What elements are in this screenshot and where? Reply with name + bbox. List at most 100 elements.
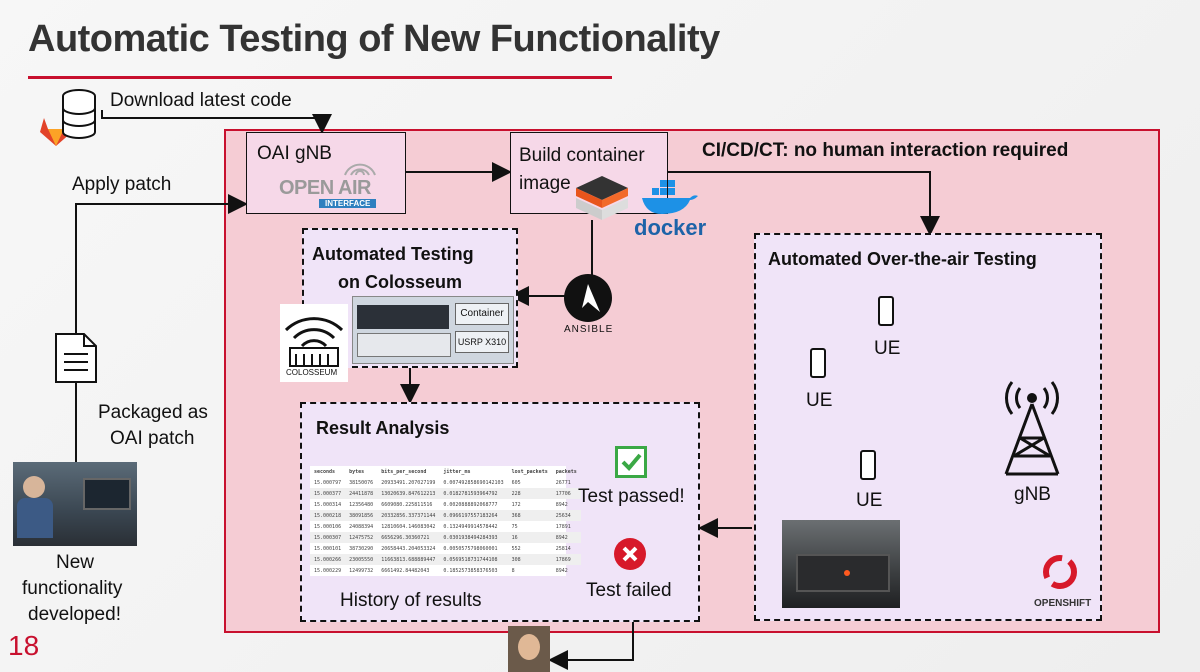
table-cell: 20332856.337371144 bbox=[381, 512, 436, 519]
cross-icon bbox=[614, 538, 646, 570]
table-cell: 16 bbox=[511, 534, 518, 541]
table-cell: 13020639.847612213 bbox=[381, 490, 436, 497]
table-cell: 20933491.207027199 bbox=[381, 479, 436, 486]
gnb-label: gNB bbox=[1014, 484, 1051, 505]
title-underline bbox=[28, 76, 612, 79]
table-row: 15.000314 12356480 6609080.225811516 0.0020… bbox=[310, 499, 581, 510]
colosseum-title-2: on Colosseum bbox=[338, 272, 463, 292]
table-cell: 12810604.146083042 bbox=[381, 523, 436, 530]
table-cell: 38150076 bbox=[349, 479, 374, 486]
table-header-cell: seconds bbox=[314, 468, 336, 475]
new-func-label-3: developed! bbox=[28, 604, 121, 625]
cicd-label: CI/CD/CT: no human interaction required bbox=[702, 140, 1069, 161]
ue-label-3: UE bbox=[856, 490, 883, 511]
table-cell: 15.000266 bbox=[314, 556, 342, 563]
developer-photo bbox=[13, 462, 137, 546]
table-row: 15.000229 12499732 6661492.84482043 0.18525… bbox=[310, 565, 581, 576]
result-analysis-title: Result Analysis bbox=[316, 418, 450, 438]
table-cell: 8942 bbox=[555, 501, 568, 508]
table-cell: 25814 bbox=[555, 545, 571, 552]
table-cell: 228 bbox=[511, 490, 521, 497]
test-passed-label: Test passed! bbox=[578, 486, 685, 507]
docker-label: docker bbox=[634, 215, 707, 240]
ansible-label: ANSIBLE bbox=[564, 324, 614, 335]
table-cell: 38730290 bbox=[349, 545, 374, 552]
colosseum-logo-text: COLOSSEUM bbox=[286, 368, 338, 377]
table-cell: 172 bbox=[511, 501, 521, 508]
table-cell: 6609080.225811516 bbox=[381, 501, 433, 508]
ue-phone-icon bbox=[810, 348, 826, 378]
table-cell: 15.000314 bbox=[314, 501, 342, 508]
table-header-cell: packets bbox=[555, 468, 577, 475]
history-label: History of results bbox=[340, 590, 482, 611]
oai-gnb-box: OAI gNB OPEN AIR INTERFACE bbox=[246, 132, 406, 214]
gnb-tower-icon bbox=[990, 376, 1074, 483]
openair-logo-text: OPEN AIR bbox=[279, 177, 371, 199]
table-cell: 12499732 bbox=[349, 567, 374, 574]
table-cell: 17891 bbox=[555, 523, 571, 530]
table-cell: 15.000106 bbox=[314, 523, 342, 530]
openshift-logo-icon bbox=[1040, 552, 1080, 597]
table-cell: 24411878 bbox=[349, 490, 374, 497]
check-icon bbox=[615, 446, 647, 478]
ue-phone-icon bbox=[860, 450, 876, 480]
table-cell: 0.0301938494284393 bbox=[443, 534, 498, 541]
ue-label-2: UE bbox=[806, 390, 833, 411]
table-cell: 15.000218 bbox=[314, 512, 342, 519]
new-func-label-2: functionality bbox=[22, 578, 123, 599]
apply-patch-label: Apply patch bbox=[72, 174, 172, 195]
table-cell: 17706 bbox=[555, 490, 571, 497]
gitlab-icon bbox=[38, 112, 74, 153]
table-cell: 20658443.204053324 bbox=[381, 545, 436, 552]
colosseum-box: Automated Testing on Colosseum Container… bbox=[302, 228, 518, 368]
table-cell: 11663813.688889447 bbox=[381, 556, 436, 563]
table-cell: 15.000797 bbox=[314, 479, 342, 486]
table-cell: 368 bbox=[511, 512, 521, 519]
table-cell: 6661492.84482043 bbox=[381, 567, 430, 574]
colosseum-logo: COLOSSEUM bbox=[280, 304, 348, 382]
table-header-cell: bytes bbox=[349, 468, 365, 475]
table-cell: 0.0020888892068777 bbox=[443, 501, 498, 508]
new-func-label-1: New bbox=[56, 552, 95, 573]
usrp-chip: USRP X310 bbox=[455, 331, 509, 353]
build-label-1: Build container bbox=[519, 145, 645, 166]
table-cell: 0.0182781593964792 bbox=[443, 490, 498, 497]
table-cell: 15.000377 bbox=[314, 490, 342, 497]
table-cell: 15.000307 bbox=[314, 534, 342, 541]
test-failed-label: Test failed bbox=[586, 580, 672, 601]
table-cell: 24088394 bbox=[349, 523, 374, 530]
docker-whale-icon bbox=[638, 176, 700, 221]
table-cell: 15.000229 bbox=[314, 567, 342, 574]
table-header-cell: lost_packets bbox=[511, 468, 548, 475]
page-number: 18 bbox=[8, 630, 40, 661]
table-cell: 15.000101 bbox=[314, 545, 342, 552]
openshift-label: OPENSHIFT bbox=[1034, 598, 1092, 609]
database-icon bbox=[60, 88, 98, 145]
table-cell: 0.1852573858376503 bbox=[443, 567, 498, 574]
table-cell: 605 bbox=[511, 479, 521, 486]
table-cell: 17869 bbox=[555, 556, 571, 563]
developer-avatar bbox=[508, 626, 550, 672]
table-cell: 8942 bbox=[555, 567, 568, 574]
table-cell: 12356480 bbox=[349, 501, 374, 508]
table-cell: 8942 bbox=[555, 534, 568, 541]
download-label: Download latest code bbox=[110, 90, 292, 111]
ansible-logo-icon bbox=[564, 274, 612, 322]
container-stack-icon bbox=[574, 174, 630, 229]
table-row: 15.000377 24411878 13020639.847612213 0.018… bbox=[310, 488, 581, 499]
patch-document-icon bbox=[54, 332, 98, 389]
slide-title: Automatic Testing of New Functionality bbox=[28, 18, 720, 60]
table-cell: 0.1324949914578442 bbox=[443, 523, 498, 530]
container-chip: Container bbox=[455, 303, 509, 325]
table-cell: 23005550 bbox=[349, 556, 374, 563]
openair-logo-sub: INTERFACE bbox=[319, 199, 377, 208]
table-cell: 12475752 bbox=[349, 534, 374, 541]
table-cell: 0.0966197557183264 bbox=[443, 512, 498, 519]
colosseum-title-1: Automated Testing bbox=[312, 244, 474, 264]
